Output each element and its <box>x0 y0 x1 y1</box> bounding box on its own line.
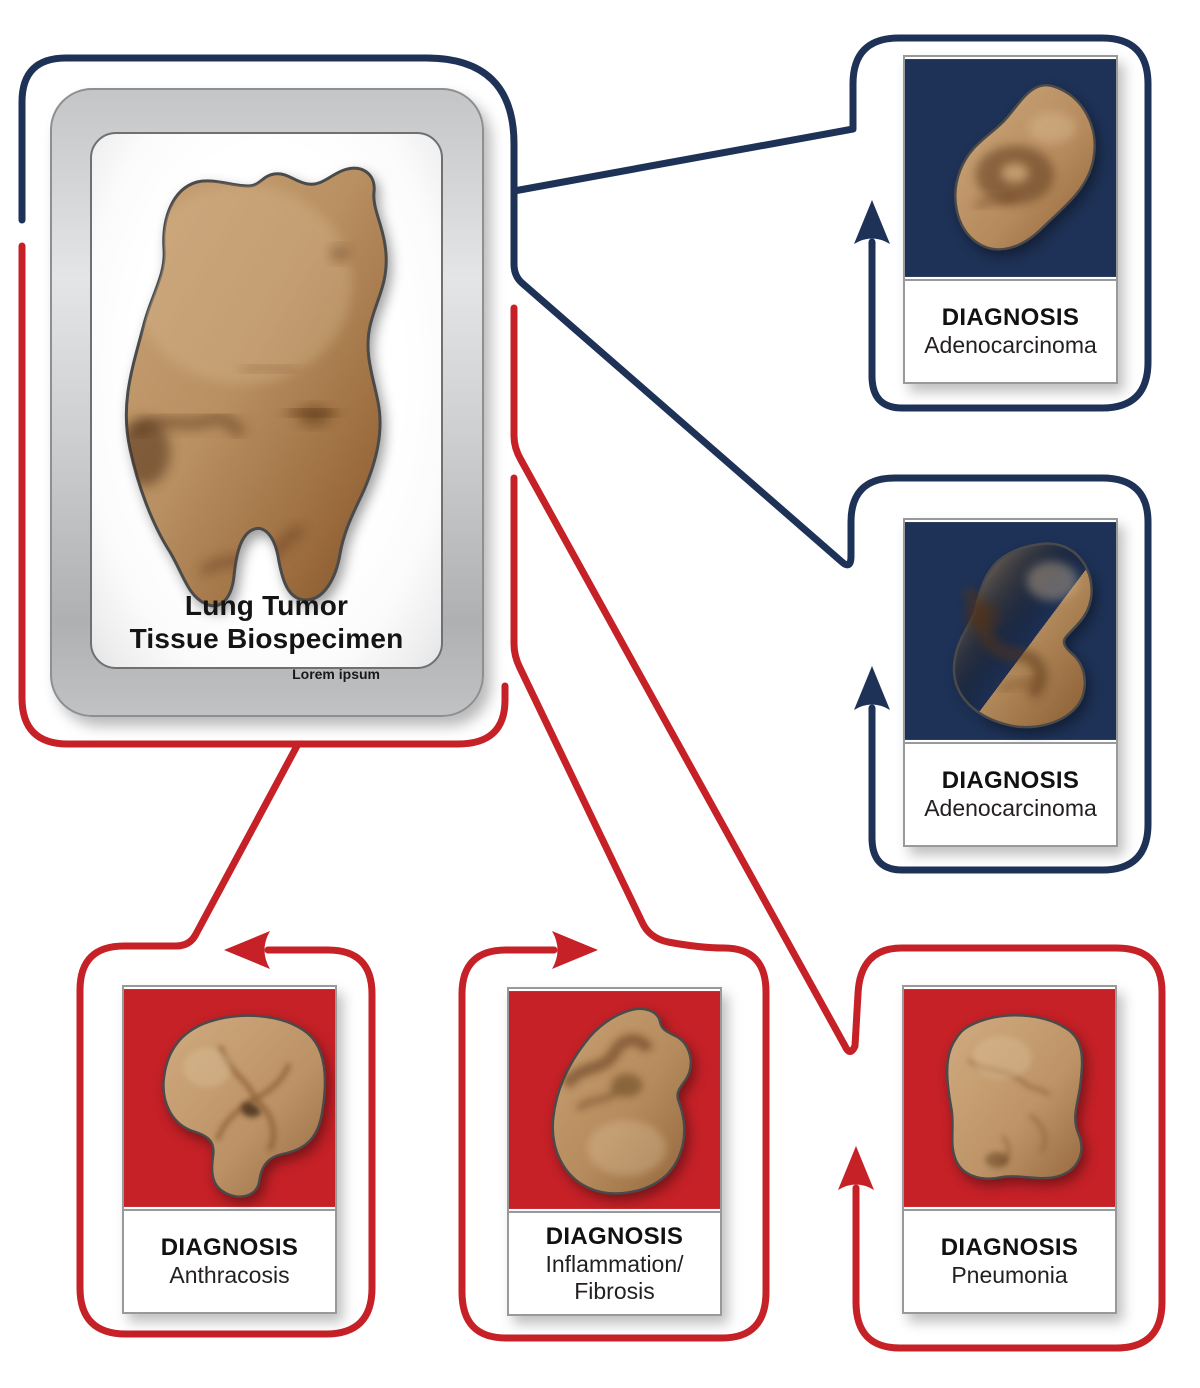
diagnosis-name: Inflammation/ <box>545 1250 684 1277</box>
specimen-cassette: Lung Tumor Tissue Biospecimen Lorem ipsu… <box>50 88 484 717</box>
navy-arrowheads <box>854 200 890 710</box>
arrow-up-card2-icon <box>854 666 890 710</box>
diagnosis-name: Adenocarcinoma <box>924 795 1097 821</box>
diagnosis-heading: DIAGNOSIS <box>941 767 1080 794</box>
tissue-image-adenocarcinoma-2 <box>905 520 1116 742</box>
diagnosis-name: Adenocarcinoma <box>924 332 1097 358</box>
diagnosis-heading: DIAGNOSIS <box>940 1234 1079 1261</box>
arrow-left-anthracosis-icon <box>224 931 270 969</box>
arrow-up-pneumonia-icon <box>838 1146 874 1190</box>
diagnosis-label: DIAGNOSIS Adenocarcinoma <box>905 742 1116 845</box>
specimen-title-line2: Tissue Biospecimen <box>129 623 404 654</box>
specimen-title-line1: Lung Tumor <box>184 590 349 621</box>
tissue-image-adenocarcinoma-1 <box>905 57 1116 279</box>
watermark-text: Lorem ipsum <box>292 666 380 682</box>
lung-tissue-specimen-image <box>124 166 388 608</box>
arrow-up-card1-icon <box>854 200 890 244</box>
diagnosis-name: Pneumonia <box>951 1262 1068 1288</box>
specimen-title: Lung Tumor Tissue Biospecimen <box>92 589 441 655</box>
diagnosis-label: DIAGNOSIS Adenocarcinoma <box>905 279 1116 382</box>
tissue-image-inflammation-fibrosis <box>509 989 720 1211</box>
diagnosis-card-inflammation-fibrosis: DIAGNOSIS Inflammation/ Fibrosis <box>507 987 722 1316</box>
tissue-image-pneumonia <box>904 987 1115 1209</box>
diagnosis-heading: DIAGNOSIS <box>941 304 1080 331</box>
diagnosis-label: DIAGNOSIS Pneumonia <box>904 1209 1115 1312</box>
diagnosis-name-line2: Fibrosis <box>574 1277 655 1304</box>
diagnosis-card-pneumonia: DIAGNOSIS Pneumonia <box>902 985 1117 1314</box>
diagnosis-heading: DIAGNOSIS <box>545 1222 684 1250</box>
diagnosis-name: Anthracosis <box>169 1262 290 1288</box>
tissue-image-anthracosis <box>124 987 335 1209</box>
diagnosis-card-adenocarcinoma-1: DIAGNOSIS Adenocarcinoma <box>903 55 1118 384</box>
arrow-right-inflammation-icon <box>552 931 598 969</box>
diagnosis-card-anthracosis: DIAGNOSIS Anthracosis <box>122 985 337 1314</box>
diagnosis-heading: DIAGNOSIS <box>160 1234 299 1261</box>
diagnosis-card-adenocarcinoma-2: DIAGNOSIS Adenocarcinoma <box>903 518 1118 847</box>
diagnosis-label: DIAGNOSIS Anthracosis <box>124 1209 335 1312</box>
diagnosis-label: DIAGNOSIS Inflammation/ Fibrosis <box>509 1211 720 1314</box>
specimen-window: Lung Tumor Tissue Biospecimen <box>90 132 443 669</box>
